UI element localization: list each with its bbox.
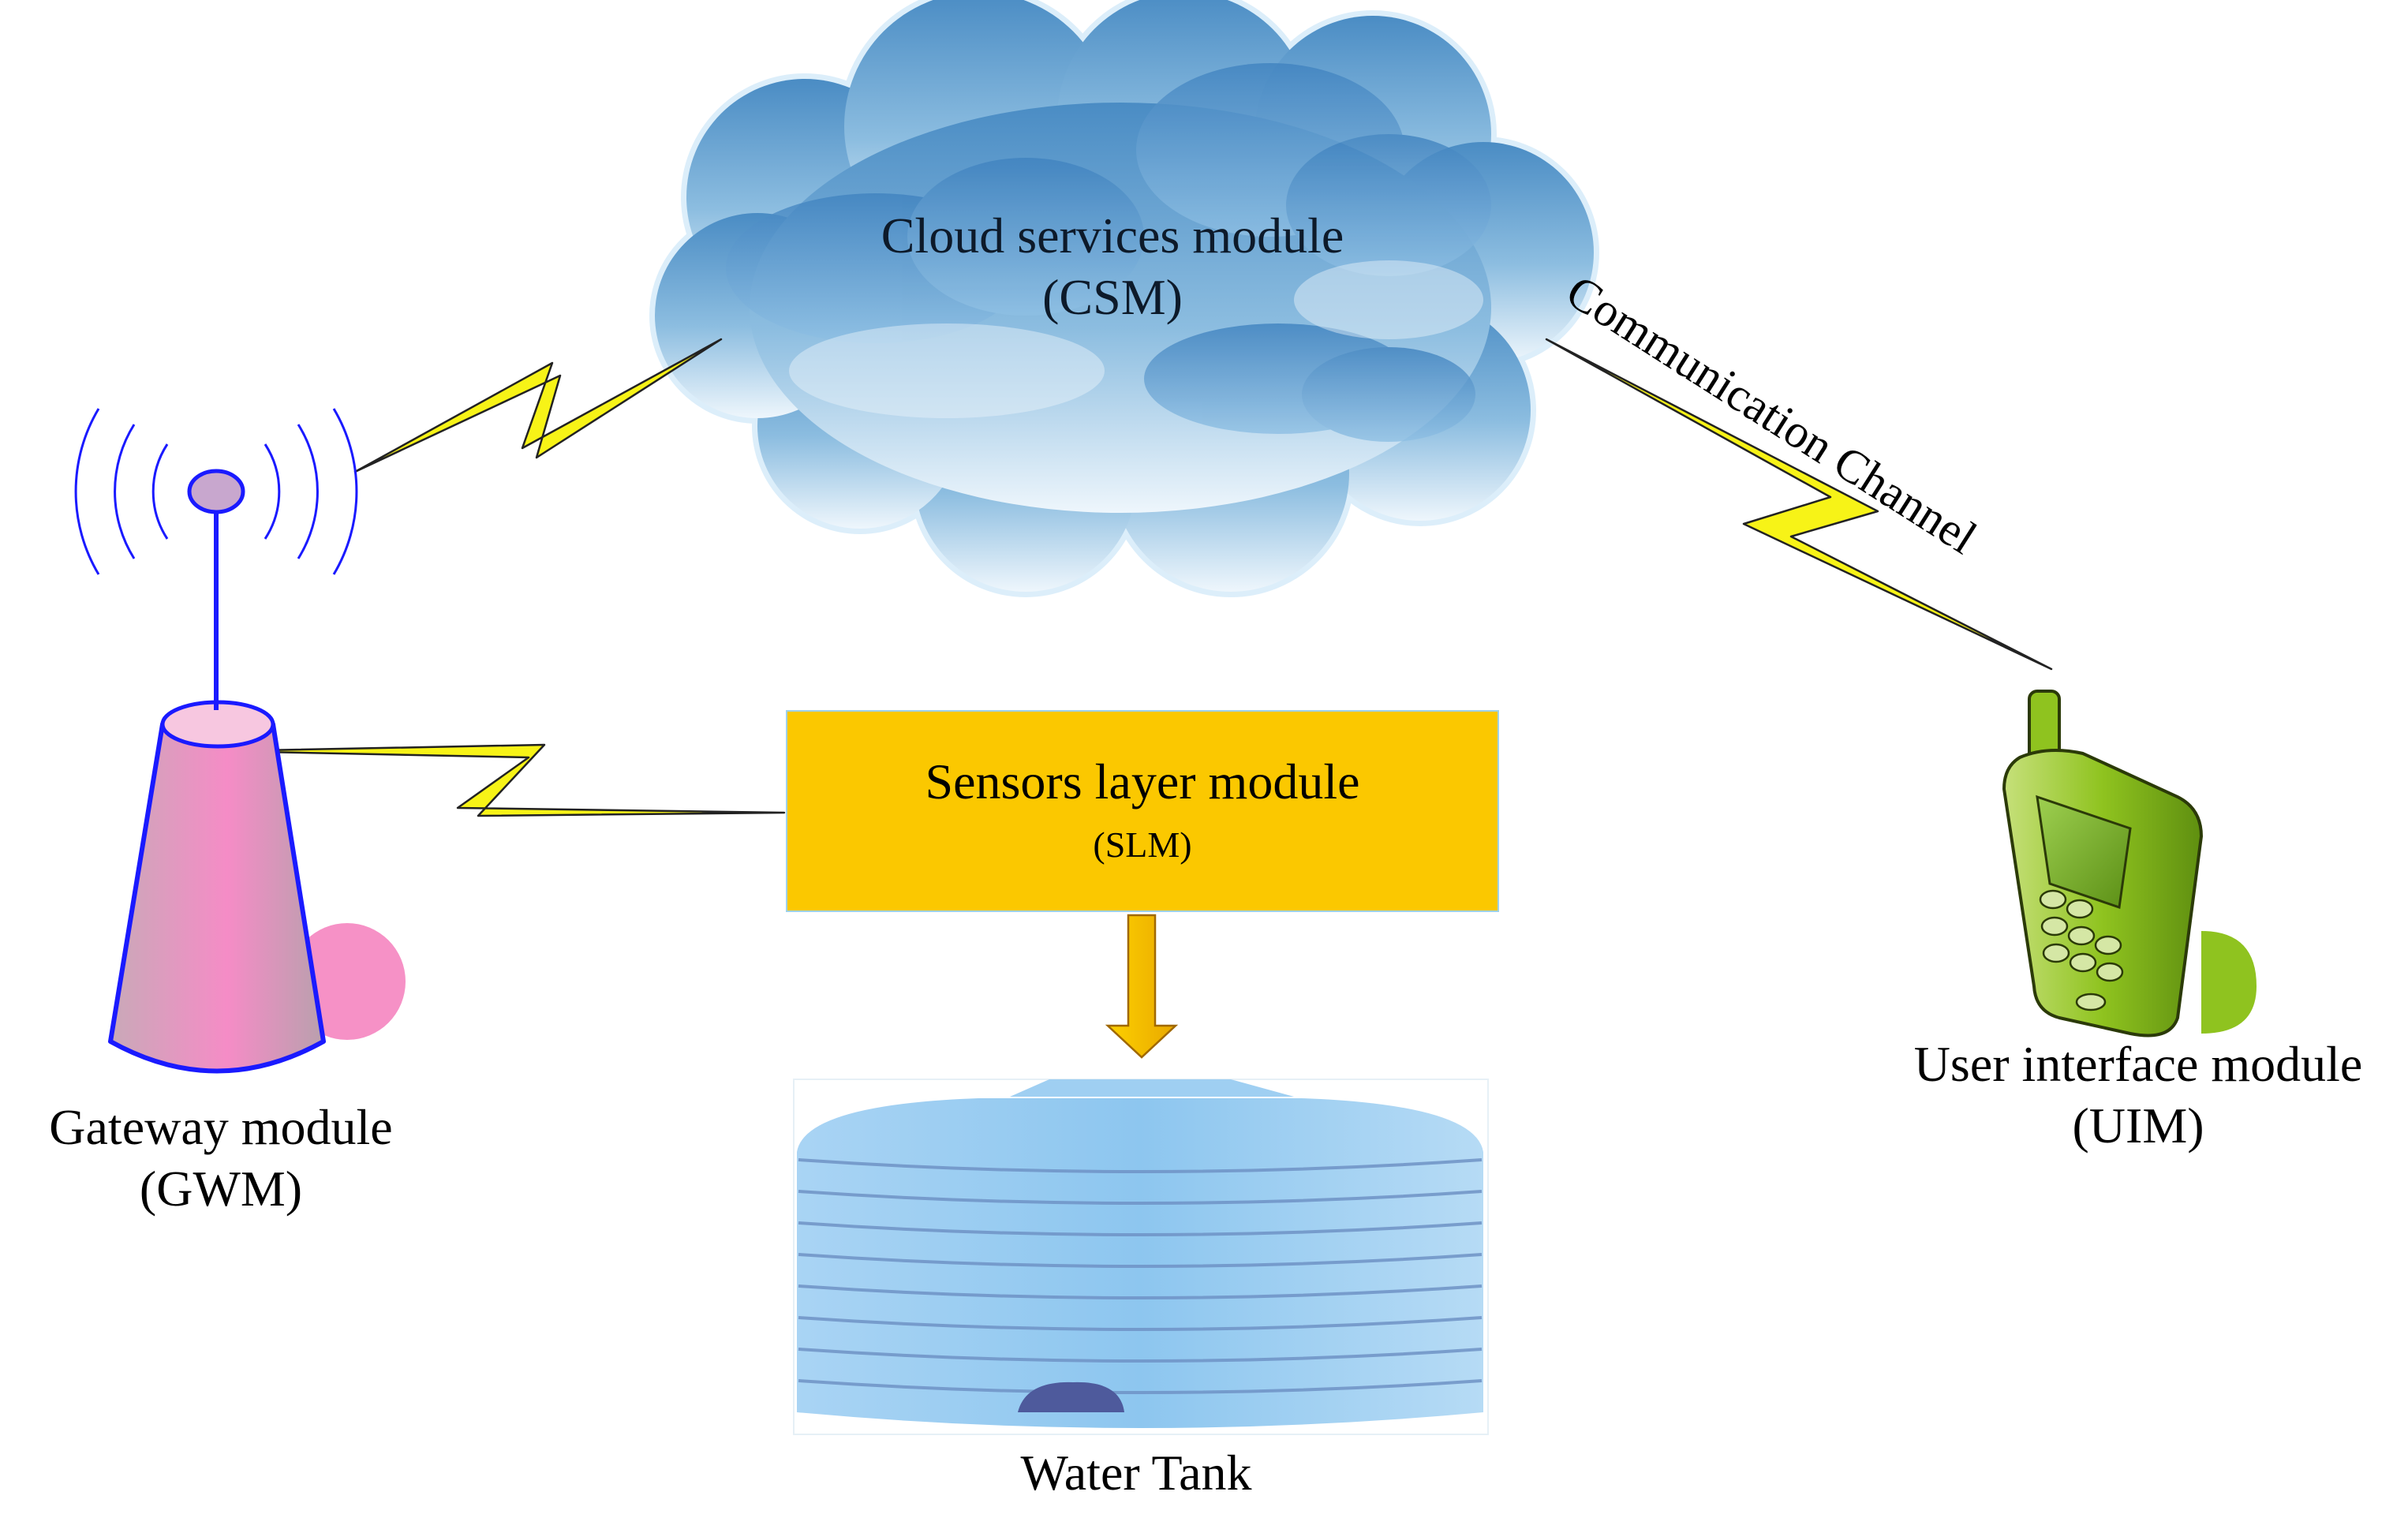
water-tank-label: Water Tank [1020, 1445, 1252, 1501]
cloud-services-label: Cloud services module (CSM) [789, 205, 1436, 328]
gateway-tower-icon [108, 469, 406, 1074]
gateway-module-name: Gateway module [49, 1099, 393, 1155]
sensors-layer-abbr: (SLM) [1093, 824, 1192, 865]
cloud-phone-link-bolt [1545, 338, 2053, 671]
cloud-services-name: Cloud services module [881, 208, 1344, 264]
gateway-sensor-link-bolt [221, 743, 786, 817]
wireless-signal-icon [74, 408, 358, 575]
sensor-to-tank-arrow [1105, 914, 1179, 1059]
gateway-module-abbr: (GWM) [139, 1161, 303, 1217]
user-interface-module-label: User interface module (UIM) [1870, 1034, 2406, 1157]
mobile-phone-icon [2002, 690, 2257, 1038]
cloud-services-shape [649, 0, 1599, 597]
gateway-cloud-link-bolt [353, 338, 723, 473]
cloud-services-abbr: (CSM) [1042, 269, 1183, 326]
sensors-layer-module-box: Sensors layer module (SLM) [786, 710, 1499, 912]
user-interface-module-name: User interface module [1913, 1036, 2363, 1092]
sensors-layer-name: Sensors layer module [925, 753, 1360, 809]
water-tank-image [793, 1079, 1489, 1435]
gateway-module-label: Gateway module (GWM) [0, 1097, 442, 1220]
user-interface-module-abbr: (UIM) [2072, 1097, 2204, 1154]
